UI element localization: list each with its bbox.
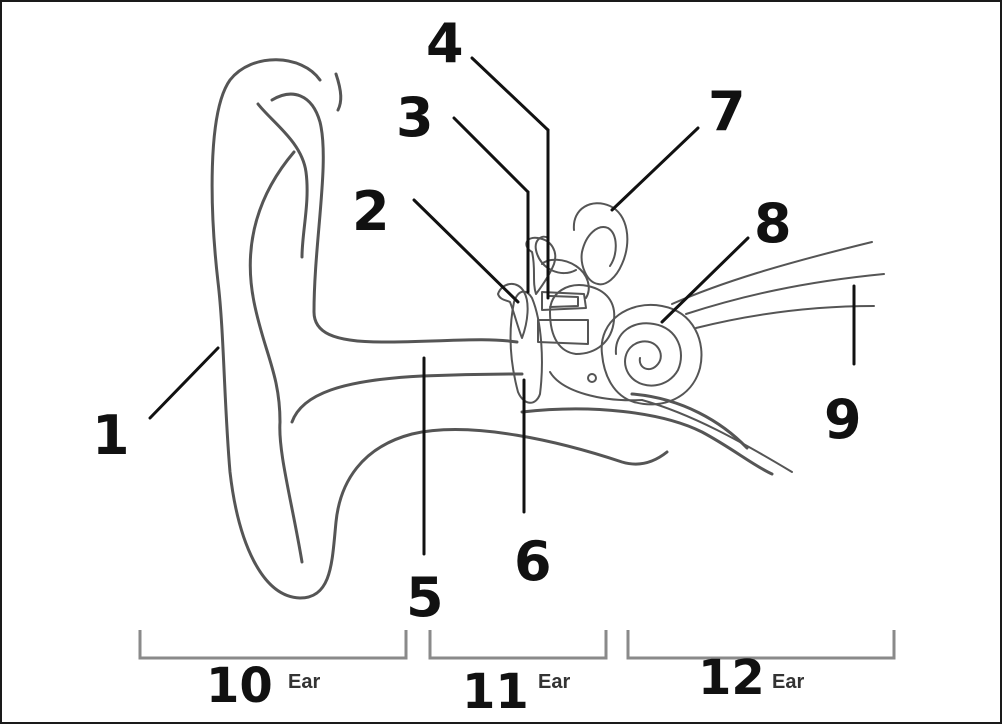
- section-word-11: Ear: [538, 671, 570, 693]
- eustachian-tube: [641, 399, 793, 473]
- ear-canal-bottom: [520, 407, 774, 476]
- bracket-outer: [138, 630, 408, 660]
- section-number-12: 12: [698, 650, 765, 706]
- label-4: 4: [426, 12, 464, 75]
- semicircular-canal-lateral: [541, 258, 590, 299]
- ear-canal-top: [290, 372, 524, 424]
- bracket-middle: [428, 630, 608, 660]
- label-2: 2: [352, 180, 390, 243]
- section-word-10: Ear: [288, 671, 320, 693]
- oval-window: [537, 319, 589, 345]
- number-labels: 1 2 3 4 5 6 7 8 9: [92, 12, 862, 629]
- nerve-lower: [695, 305, 875, 329]
- label-3: 3: [396, 86, 434, 149]
- antihelix: [248, 150, 304, 564]
- leader-line-7: [610, 126, 700, 212]
- leader-lines: [148, 56, 856, 556]
- round-window: [587, 373, 597, 383]
- label-8: 8: [754, 192, 792, 255]
- inner-ear-drawing: [534, 202, 885, 473]
- leader-line-3: [452, 116, 530, 194]
- cochlea-outer: [600, 303, 703, 406]
- section-number-11: 11: [462, 664, 529, 720]
- pinna-outline: [210, 58, 669, 600]
- label-9: 9: [824, 388, 862, 451]
- canal-floor: [630, 392, 749, 450]
- leader-line-1: [148, 346, 220, 420]
- semicircular-canal-outer: [534, 235, 577, 275]
- section-number-10: 10: [206, 658, 273, 714]
- malleus: [497, 283, 529, 339]
- incus: [525, 236, 557, 295]
- leader-line-2: [412, 198, 520, 304]
- section-word-12: Ear: [772, 671, 804, 693]
- label-1: 1: [92, 404, 130, 467]
- semicircular-canal-upper: [572, 202, 629, 286]
- label-6: 6: [514, 530, 552, 593]
- cochlea-spiral: [614, 322, 682, 387]
- stapes-inner: [549, 295, 579, 308]
- nerve-middle: [685, 273, 885, 315]
- nerve-upper: [671, 241, 873, 305]
- label-7: 7: [708, 80, 746, 143]
- helix-fold: [270, 92, 519, 344]
- leader-line-8: [660, 236, 750, 324]
- antihelix-crus: [256, 102, 309, 259]
- stapes: [541, 291, 587, 311]
- label-5: 5: [406, 566, 444, 629]
- section-labels: 10 Ear 11 Ear 12 Ear: [206, 650, 804, 720]
- bracket-inner: [626, 630, 896, 660]
- outer-ear-drawing: [210, 58, 774, 600]
- section-brackets: [138, 630, 896, 660]
- concha-edge: [334, 72, 343, 112]
- leader-line-4: [470, 56, 550, 132]
- eardrum: [509, 290, 543, 404]
